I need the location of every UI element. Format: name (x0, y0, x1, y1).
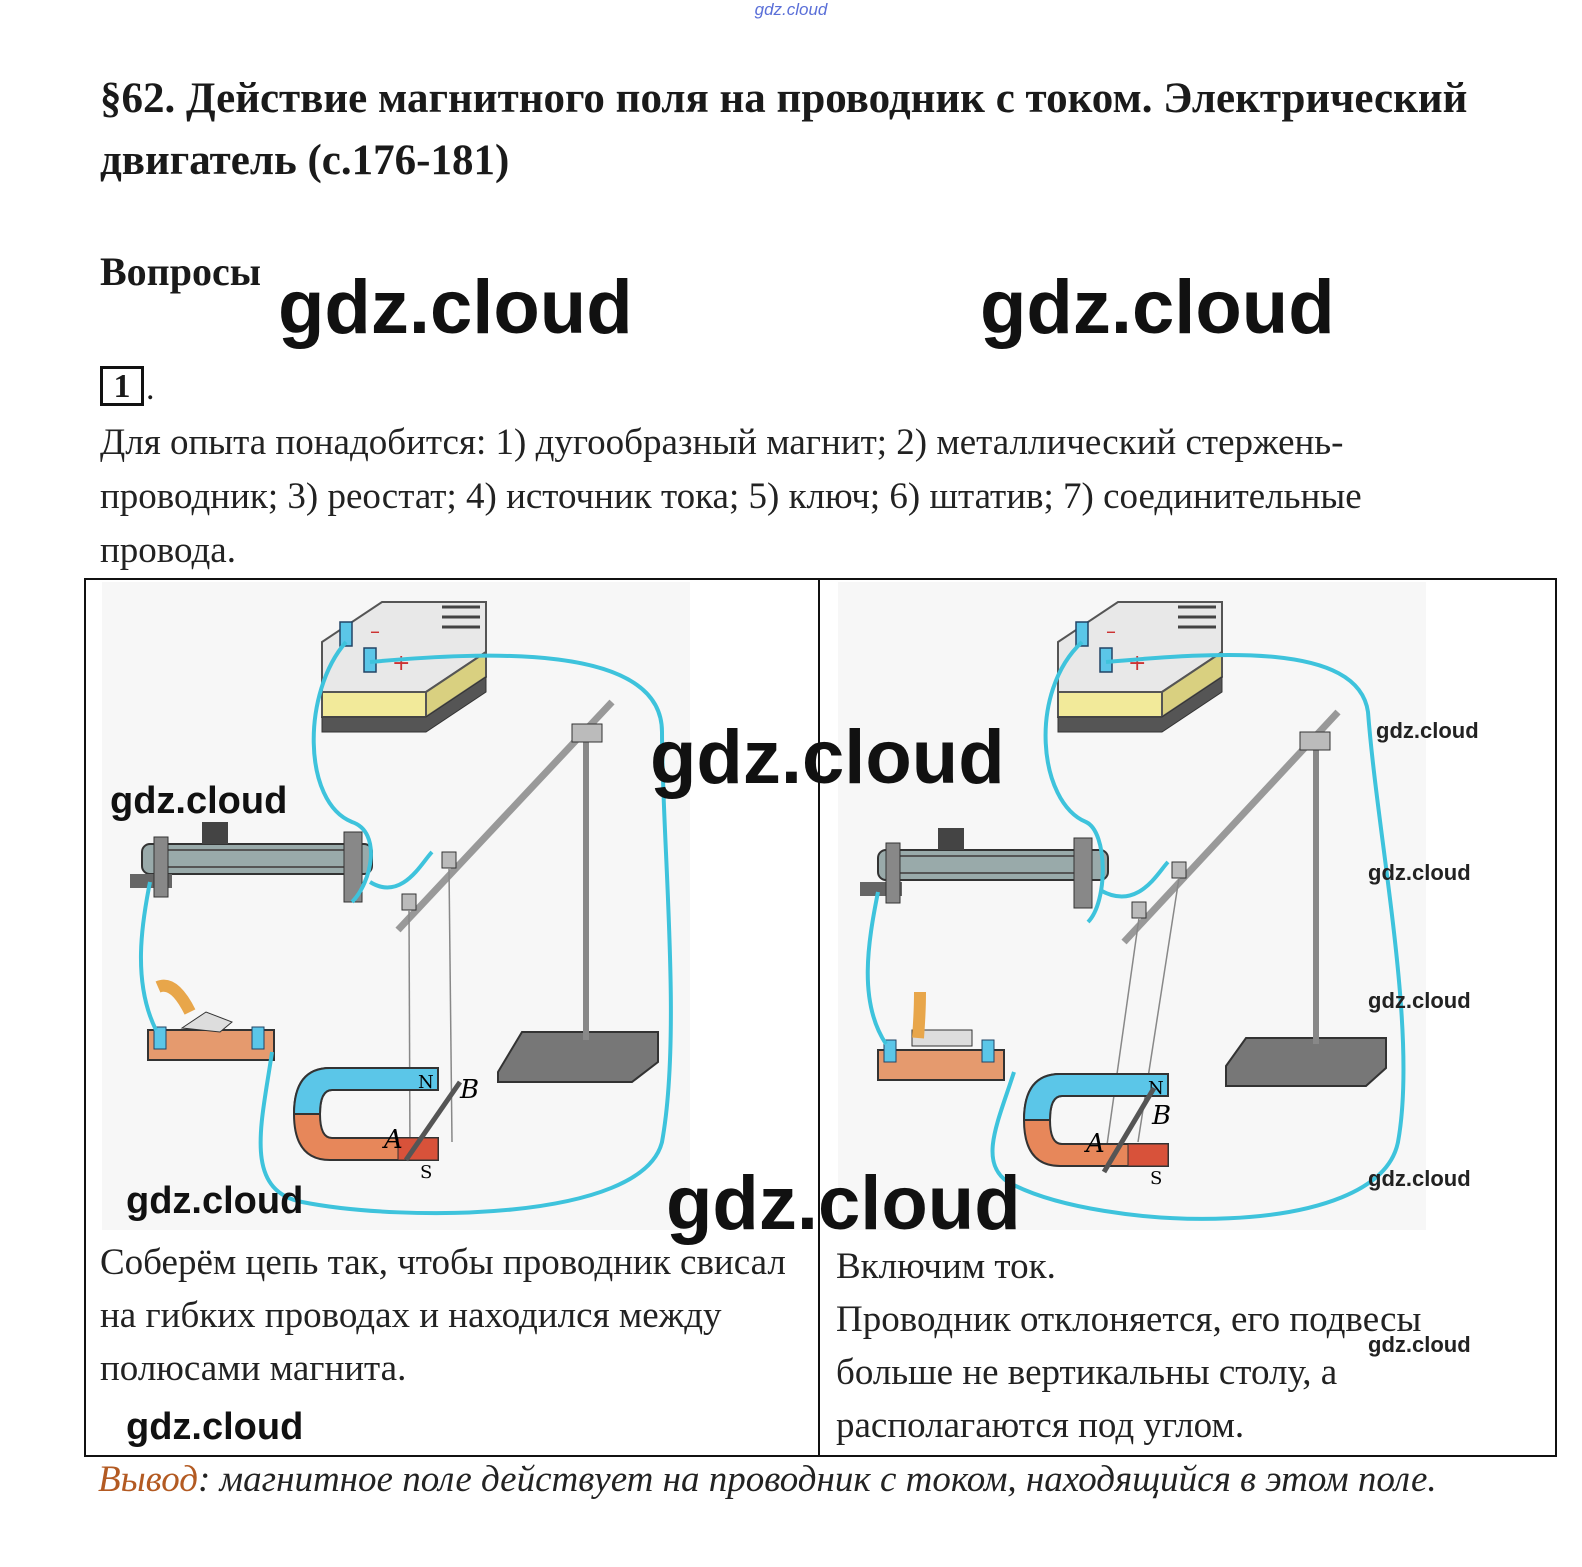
horseshoe-magnet: N S B A (1022, 1073, 1171, 1189)
left-experiment-illustration: – + N S B (102, 582, 690, 1230)
conclusion: Вывод: магнитное поле действует на прово… (98, 1455, 1538, 1505)
point-a-label: A (1084, 1129, 1105, 1159)
switch-key (877, 991, 1005, 1081)
tripod-stand (1105, 709, 1387, 1153)
watermark-text: gdz.cloud (278, 265, 633, 350)
conclusion-text: : магнитное поле действует на проводник … (197, 1459, 1437, 1500)
watermark-text: gdz.cloud (1368, 988, 1471, 1013)
page-title: §62. Действие магнитного поля на проводн… (100, 75, 1468, 184)
connecting-wires (138, 640, 673, 1216)
table-divider (818, 578, 820, 1457)
question-number-dot: . (146, 370, 155, 407)
watermark-text: gdz.cloud (650, 715, 1005, 800)
question-number-box: 1 (100, 366, 144, 406)
section-heading: Вопросы (100, 249, 261, 294)
watermark-text: gdz.cloud (1368, 1166, 1471, 1191)
experiment-table (84, 578, 1557, 1457)
pole-s-label: S (420, 1162, 432, 1183)
watermark-text: gdz.cloud (666, 1161, 1021, 1246)
power-source: – + (1057, 601, 1223, 733)
pole-s-label: S (1150, 1168, 1162, 1189)
watermark-text: gdz.cloud (1368, 860, 1471, 885)
minus-label: – (1106, 619, 1116, 643)
watermark-text: gdz.cloud (1368, 1332, 1471, 1357)
watermark-text: gdz.cloud (1376, 718, 1479, 743)
pole-n-label: N (418, 1072, 434, 1093)
right-experiment-illustration: – + N S B A (838, 582, 1426, 1230)
watermark-text: gdz.cloud (980, 265, 1335, 350)
top-watermark: gdz.cloud (754, 0, 828, 19)
switch-key (147, 979, 275, 1061)
question-text: Для опыта понадобится: 1) дугообразный м… (100, 422, 1362, 571)
watermark-text: gdz.cloud (110, 780, 288, 822)
point-b-label: B (459, 1075, 479, 1105)
right-cell-line2: Проводник отклоняется, его подвесы больш… (836, 1299, 1422, 1446)
rheostat (130, 822, 373, 903)
minus-label: – (370, 619, 380, 643)
right-cell-line1: Включим ток. (836, 1246, 1056, 1287)
plus-label: + (1128, 651, 1146, 676)
tripod-stand (395, 699, 659, 1153)
watermark-text: gdz.cloud (126, 1180, 304, 1222)
conclusion-lead: Вывод (98, 1459, 198, 1500)
horseshoe-magnet: N S B A (292, 1067, 479, 1183)
point-b-label: B (1151, 1101, 1171, 1131)
connecting-wires (865, 640, 1406, 1221)
point-a-label: A (382, 1125, 403, 1155)
rheostat (860, 828, 1109, 909)
plus-label: + (392, 651, 410, 676)
power-source: – + (321, 601, 487, 733)
watermark-text: gdz.cloud (126, 1406, 304, 1448)
left-cell-caption: Соберём цепь так, чтобы проводник свисал… (100, 1242, 786, 1389)
